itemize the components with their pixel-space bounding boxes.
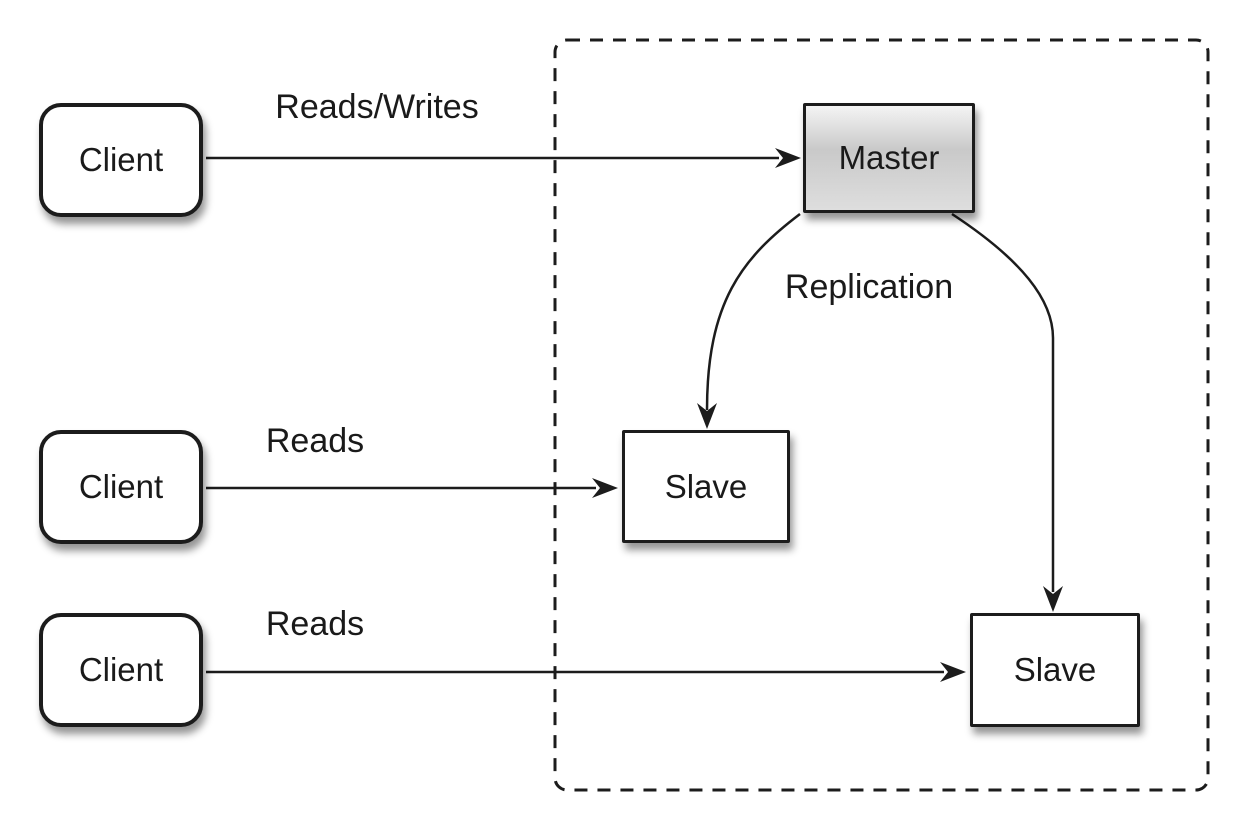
edge-master-slave2-curve [951,212,1055,592]
node-slave-1: Slave [622,430,790,543]
edge-label-reads-writes: Reads/Writes [275,88,479,126]
arrowhead-icon [697,403,717,429]
node-client-3-label: Client [78,651,164,688]
node-slave-1-label: Slave [664,467,748,505]
node-master: Master [803,103,975,213]
node-client-3: Client [39,613,203,727]
edge-label-replication: Replication [784,268,954,306]
arrowhead-icon [775,148,801,168]
node-slave-2: Slave [970,613,1140,727]
node-slave-2-label: Slave [1013,651,1097,688]
arrowhead-icon [940,662,966,682]
replication-boundary [553,38,1210,792]
node-client-2: Client [39,430,203,544]
arrowhead-icon [1043,586,1063,612]
node-client-2-label: Client [78,468,164,505]
node-master-label: Master [838,139,940,176]
edge-label-reads-1: Reads [265,422,365,460]
arrowhead-icon [592,478,618,498]
node-client-1: Client [39,103,203,217]
edge-label-reads-2: Reads [265,605,365,643]
edge-master-slave1-curve [705,213,801,411]
node-client-1-label: Client [78,141,164,178]
